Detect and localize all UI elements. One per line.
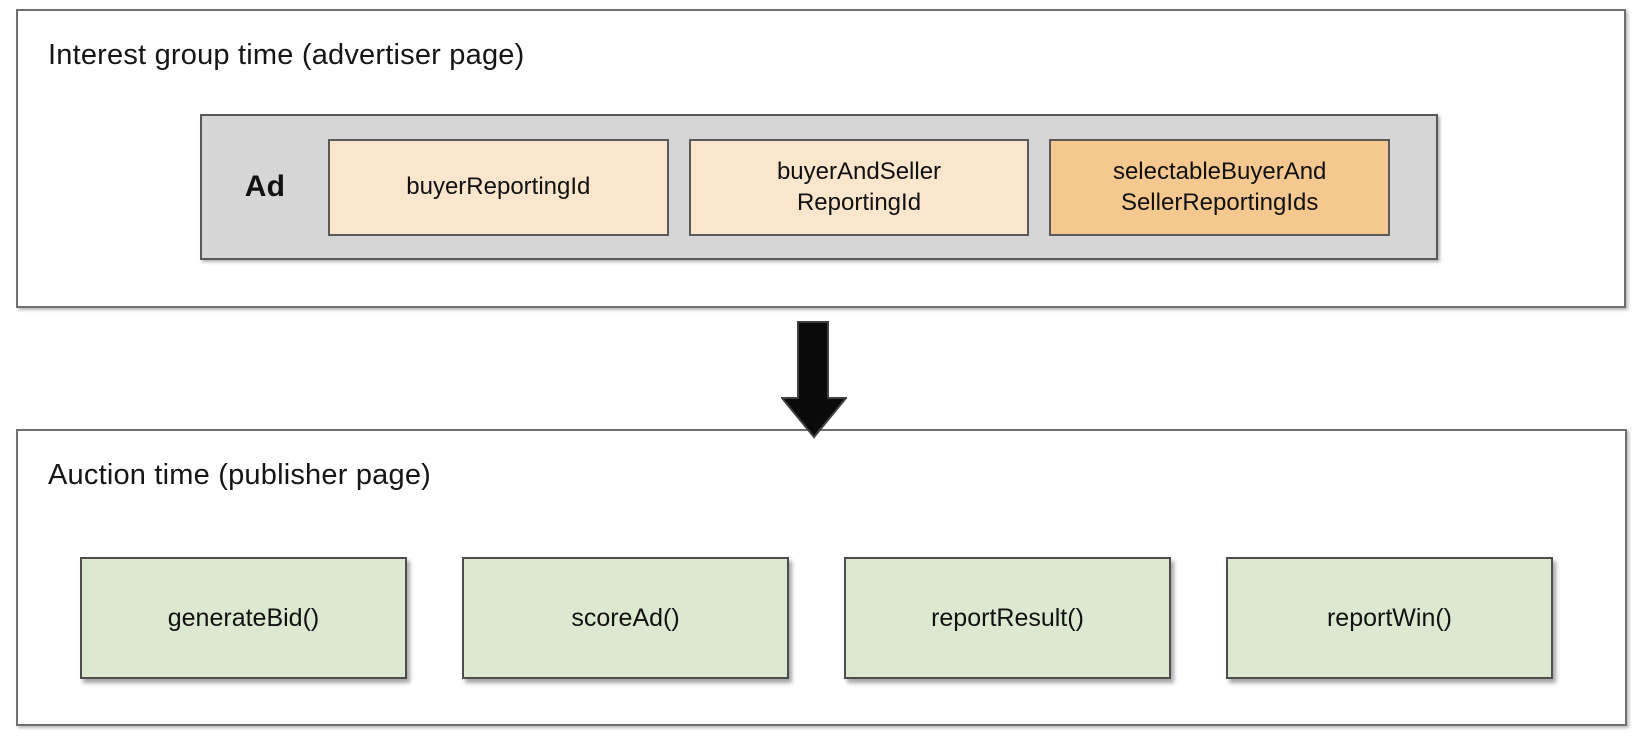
function-box-report-result: reportResult()	[844, 557, 1171, 679]
ad-fields-row: buyerReportingId buyerAndSeller Reportin…	[328, 138, 1436, 236]
auction-panel: Auction time (publisher page) generateBi…	[16, 429, 1627, 726]
interest-group-panel: Interest group time (advertiser page) Ad…	[16, 9, 1626, 308]
function-box-report-win: reportWin()	[1226, 557, 1553, 679]
auction-functions-row: generateBid() scoreAd() reportResult() r…	[80, 557, 1553, 679]
field-label: buyerReportingId	[406, 173, 591, 201]
field-label-line-1: buyerAndSeller	[776, 157, 942, 185]
field-buyer-reporting-id: buyerReportingId	[328, 138, 669, 236]
interest-group-title: Interest group time (advertiser page)	[48, 39, 525, 71]
down-arrow-icon	[781, 321, 847, 439]
field-label-line-1: selectableBuyerAnd	[1112, 157, 1327, 185]
function-box-generate-bid: generateBid()	[80, 557, 407, 679]
down-arrow-shape	[781, 321, 847, 439]
field-label-line-2: SellerReportingIds	[1120, 189, 1319, 216]
field-label-line-2: ReportingId	[796, 189, 922, 216]
field-selectable-buyer-and-seller-reporting-ids: selectableBuyerAnd SellerReportingIds	[1049, 138, 1391, 236]
ad-container: Ad buyerReportingId buyerAndSeller Repor…	[200, 114, 1438, 260]
ad-label: Ad	[244, 170, 286, 203]
auction-title: Auction time (publisher page)	[48, 459, 431, 491]
field-buyer-and-seller-reporting-id: buyerAndSeller ReportingId	[688, 138, 1030, 236]
function-box-score-ad: scoreAd()	[462, 557, 789, 679]
